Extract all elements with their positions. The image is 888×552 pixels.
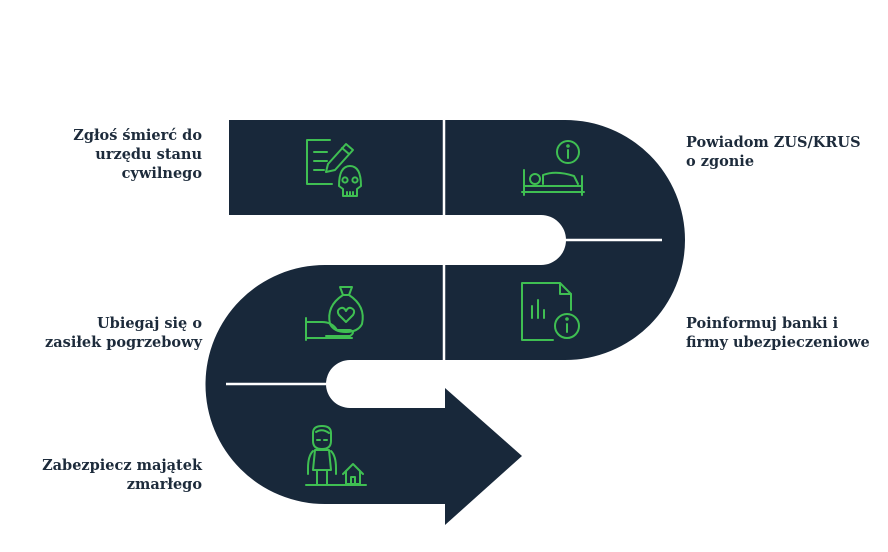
step-label-4: Ubiegaj się o zasiłek pogrzebowy <box>45 315 202 351</box>
step-label-2: Powiadom ZUS/KRUS o zgonie <box>686 134 861 170</box>
step-label-3: Poinformuj banki i firmy ubezpieczeniowe <box>686 315 870 351</box>
document-pen-skull-icon <box>306 139 362 197</box>
document-chart-info-icon <box>521 282 580 341</box>
hand-money-bag-heart-icon <box>305 286 364 341</box>
step-label-1: Zgłoś śmierć do urzędu stanu cywilnego <box>73 127 202 182</box>
band-dividers <box>226 118 662 386</box>
step-label-5: Zabezpiecz majątek zmarłego <box>42 457 202 493</box>
bed-info-icon <box>521 140 585 196</box>
person-house-icon <box>305 425 367 486</box>
